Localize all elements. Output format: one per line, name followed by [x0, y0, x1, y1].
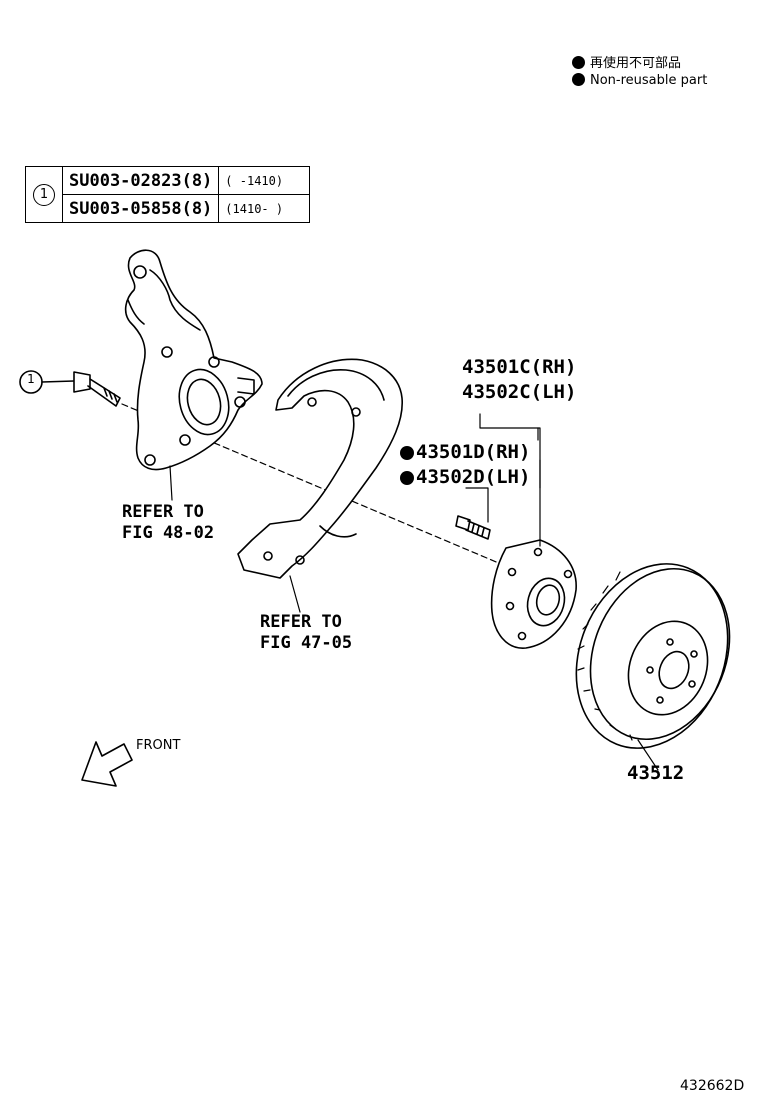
nonreusable-dot-icon: [400, 446, 414, 460]
front-direction-label: FRONT: [136, 738, 181, 753]
hub-bolt[interactable]: [455, 515, 491, 540]
table-row: SU003-05858(8) (1410- ): [26, 194, 311, 223]
nonreusable-dot-icon: [572, 56, 585, 69]
dust-cover[interactable]: [237, 358, 403, 579]
leader-lines: [169, 413, 659, 771]
knuckle-refer-label[interactable]: REFER TO FIG 48-02: [122, 502, 214, 544]
bolt-marker-number: 1: [27, 372, 35, 386]
hub-rh-part-number[interactable]: 43501C(RH): [462, 356, 577, 378]
part-number-cell[interactable]: SU003-05858(8): [61, 194, 220, 223]
table-index-cell: 1: [25, 166, 63, 223]
legend-nonreusable-en: Non-reusable part: [572, 73, 707, 88]
cover-refer-line1: REFER TO: [260, 612, 342, 632]
date-range-cell: ( -1410): [218, 166, 311, 195]
circled-number-icon: 1: [33, 184, 55, 206]
knuckle-refer-line2: FIG 48-02: [122, 523, 215, 543]
front-arrow-icon: [81, 741, 133, 787]
legend-jp-text: 再使用不可部品: [590, 56, 682, 71]
legend-en-text: Non-reusable part: [590, 73, 708, 88]
figure-id: 432662D: [680, 1078, 745, 1094]
legend-nonreusable-jp: 再使用不可部品: [572, 52, 681, 71]
hub-lh-part-number[interactable]: 43502C(LH): [462, 381, 577, 403]
nonreusable-dot-icon: [572, 73, 585, 86]
hub-bearing[interactable]: [490, 539, 577, 649]
cover-refer-line2: FIG 47-05: [260, 633, 353, 653]
brake-disc-part-number[interactable]: 43512: [627, 762, 685, 784]
knuckle-bolt[interactable]: [19, 370, 121, 407]
nonreusable-dot-icon: [400, 471, 414, 485]
date-range-cell: (1410- ): [218, 194, 311, 223]
hub-bolt-rh-part-number[interactable]: 43501D(RH): [400, 441, 530, 463]
cover-refer-label[interactable]: REFER TO FIG 47-05: [260, 612, 352, 654]
brake-disc[interactable]: [550, 541, 755, 771]
knuckle-refer-line1: REFER TO: [122, 502, 204, 522]
hub-bolt-lh-part-number[interactable]: 43502D(LH): [400, 466, 530, 488]
bolt-reference-table: 1 SU003-02823(8) ( -1410) SU003-05858(8)…: [25, 166, 311, 223]
steering-knuckle[interactable]: [124, 249, 263, 471]
